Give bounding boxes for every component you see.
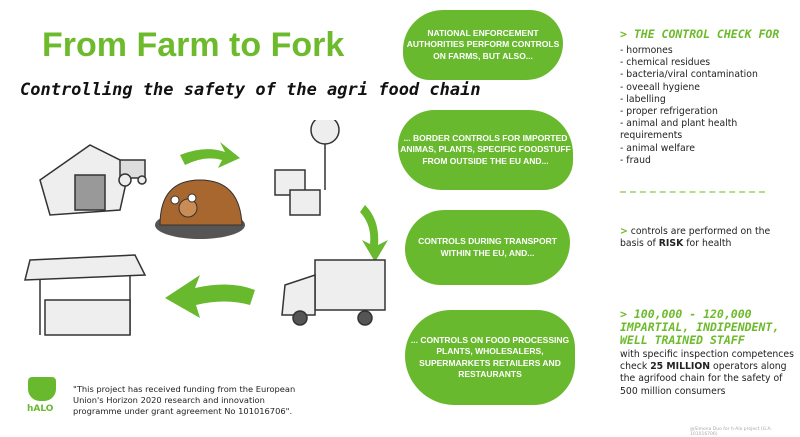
- funding-notice: "This project has received funding from …: [73, 384, 296, 416]
- farm-barn-illustration: [39, 144, 147, 216]
- market-stall-illustration: [24, 254, 147, 336]
- bear-mascot: [155, 179, 245, 239]
- checks-heading: > THE CONTROL CHECK FOR: [620, 27, 780, 41]
- staff-heading: > 100,000 - 120,000 IMPARTIAL, INDIPENDE…: [620, 307, 780, 347]
- check-item: - animal welfare: [620, 142, 695, 154]
- risk-text: > controls are performed on the basis of…: [620, 226, 771, 250]
- halo-logo-text: hALO: [27, 404, 54, 414]
- illustration: [24, 120, 388, 336]
- check-item: - fraud: [620, 154, 651, 166]
- arrow-down-icon: [360, 205, 388, 262]
- check-item: - proper refrigeration: [620, 106, 718, 118]
- check-item: - chemical residues: [620, 57, 711, 69]
- blob-border-controls: ... BORDER CONTROLS FOR IMPORTED ANIMAS,…: [398, 110, 573, 190]
- credit-text: @Simona Duo for h-Alo project (G.A. 1010…: [690, 427, 772, 437]
- check-item: - oveeall hygiene: [620, 81, 700, 93]
- staff-text: with specific inspection competences che…: [620, 349, 794, 397]
- check-item: - hormones: [620, 45, 673, 56]
- blob-transport-controls: CONTROLS DURING TRANSPORT WITHIN THE EU,…: [405, 210, 570, 285]
- check-item: - bacteria/viral contamination: [620, 69, 758, 81]
- checks-list: - hormones - chemical residues - bacteri…: [620, 45, 795, 167]
- blob-processing-controls: ... CONTROLS ON FOOD PROCESSING PLANTS, …: [405, 310, 575, 405]
- truck-illustration: [281, 259, 386, 326]
- blob-farm-controls: NATIONAL ENFORCEMENT AUTHORITIES PERFORM…: [403, 10, 563, 80]
- arrow-left-icon: [165, 275, 255, 318]
- page-title: From Farm to Fork: [42, 26, 345, 64]
- arrow-right-icon: [180, 142, 240, 168]
- check-item: - labelling: [620, 93, 666, 105]
- page-subtitle: Controlling the safety of the agri food …: [20, 80, 481, 100]
- tree-crates-illustration: [274, 120, 340, 216]
- halo-logo-icon: [28, 377, 56, 401]
- divider: [620, 191, 765, 193]
- check-item: - animal and plant health requirements: [620, 118, 738, 142]
